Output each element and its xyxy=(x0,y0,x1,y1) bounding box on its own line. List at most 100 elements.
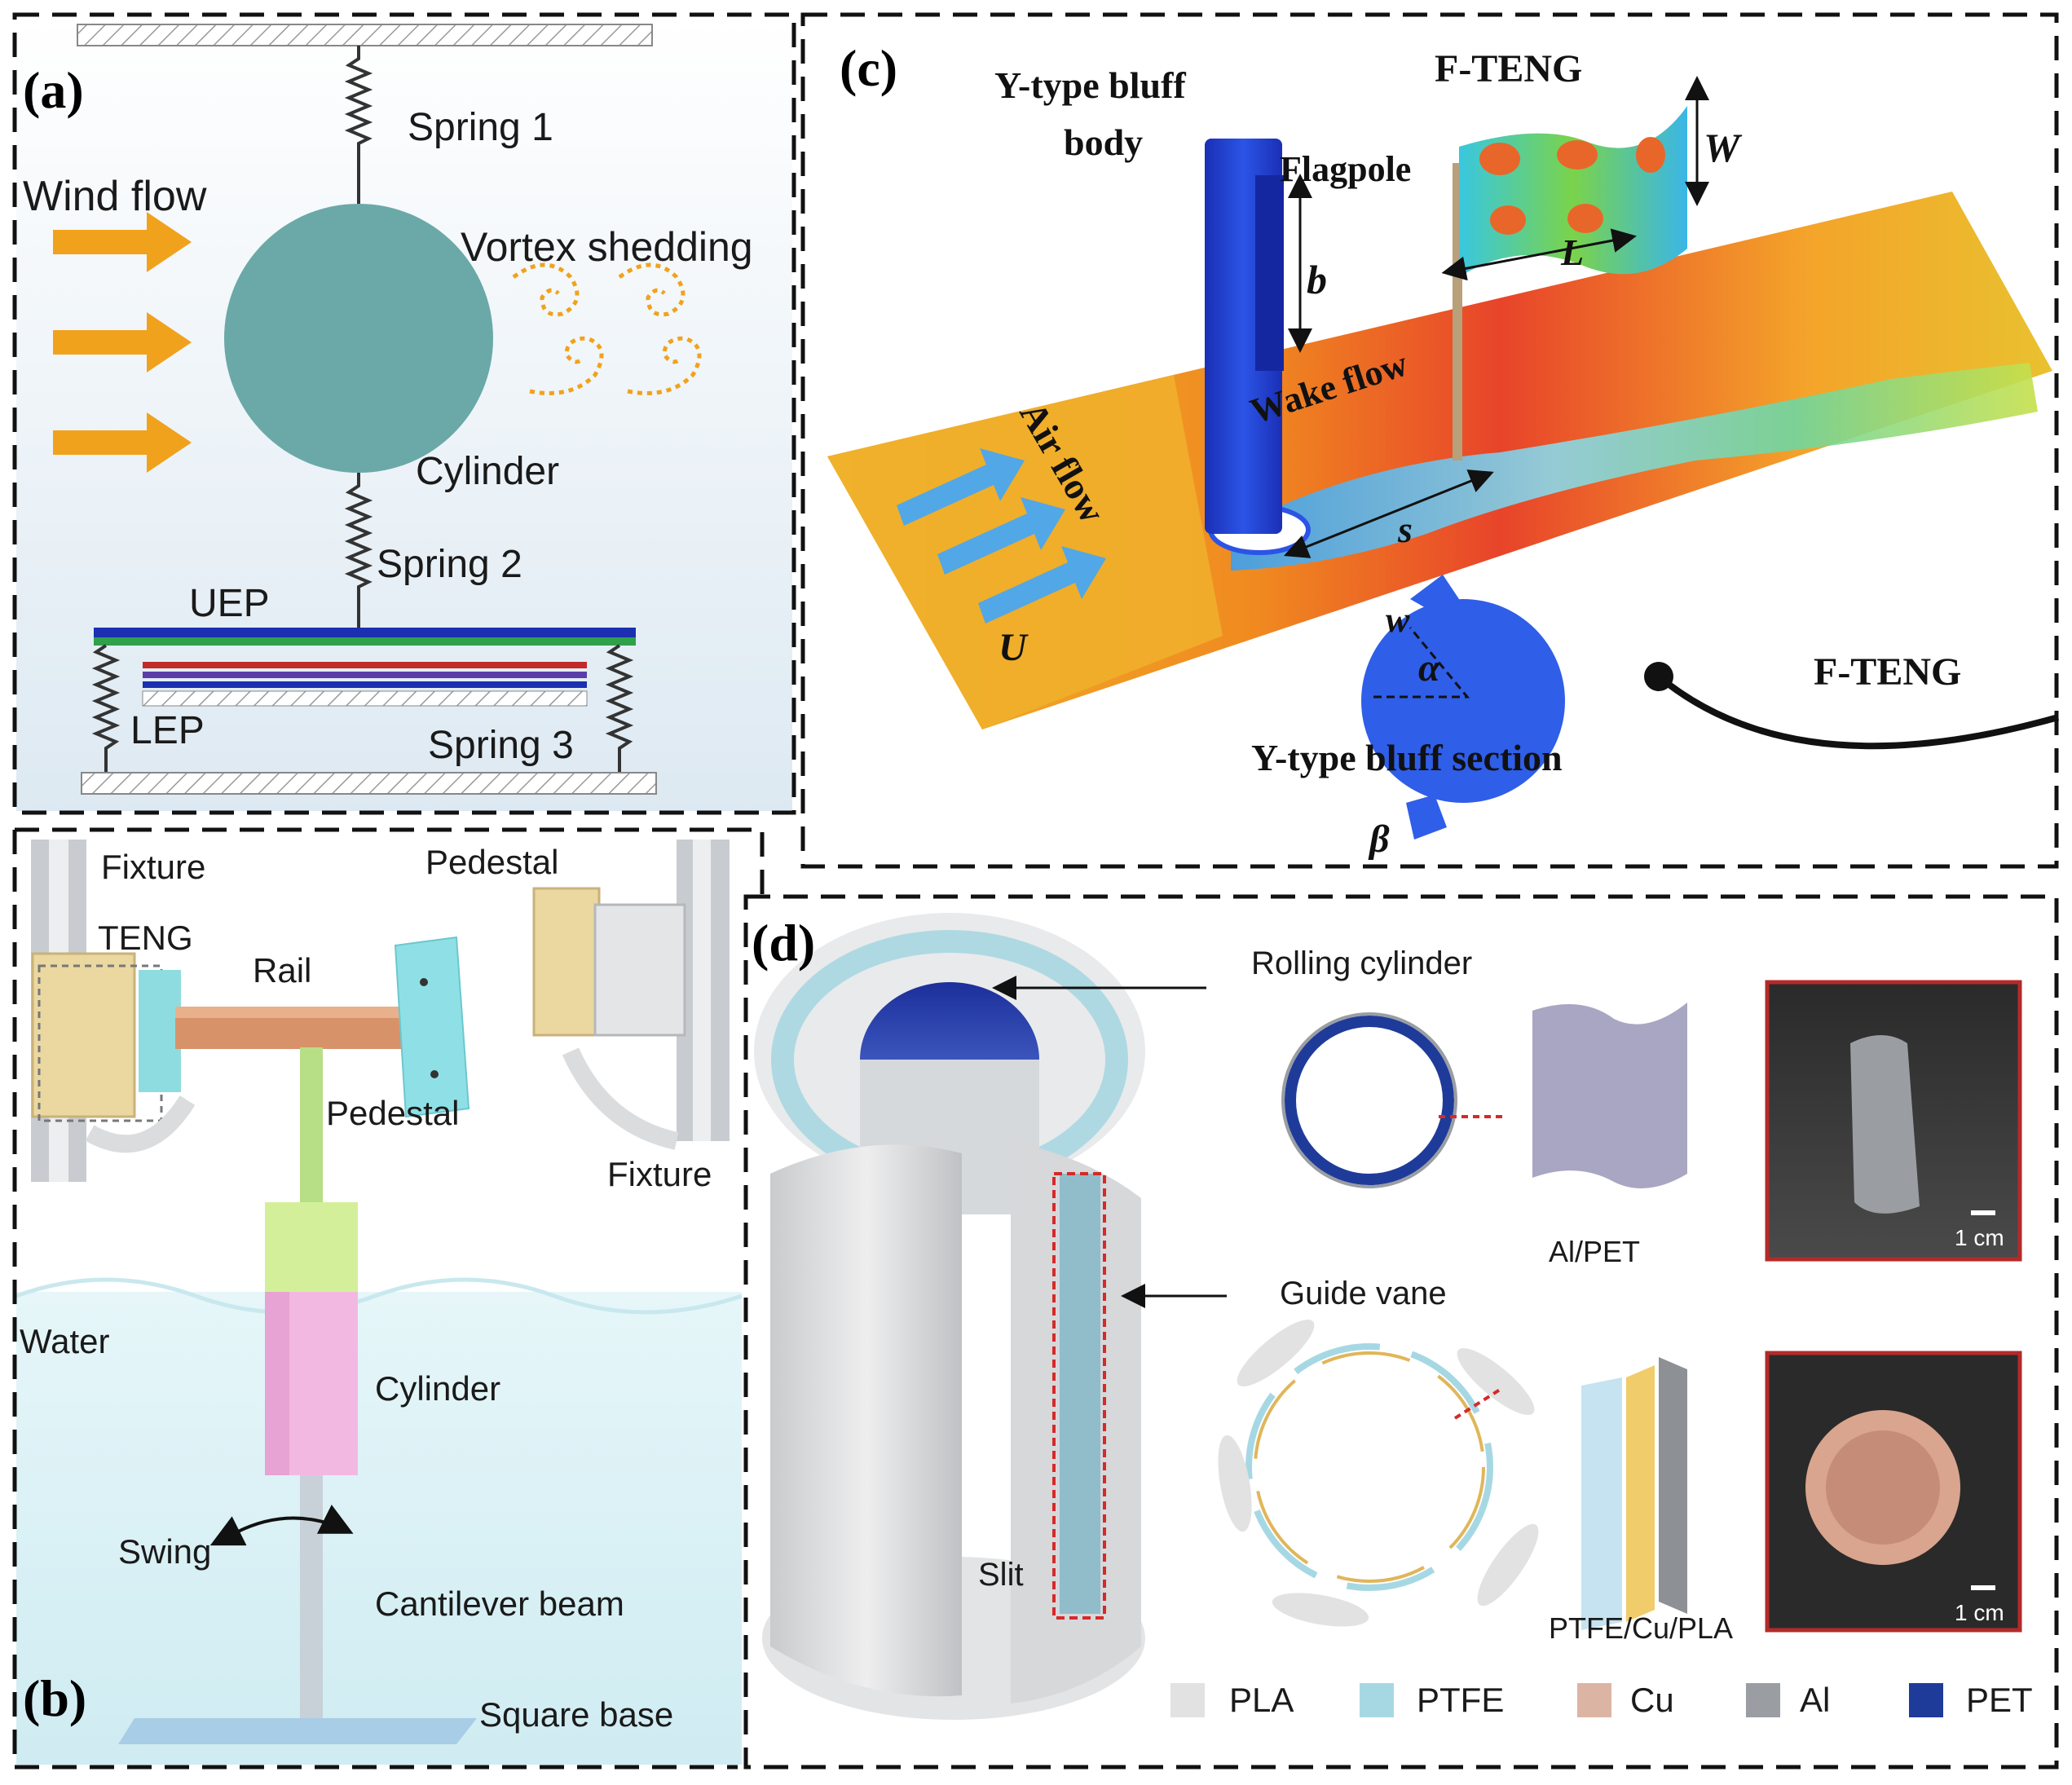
legend-swatch-pla xyxy=(1170,1683,1205,1717)
rolling-cylinder-section-outer xyxy=(1281,1012,1457,1188)
swing-arrow xyxy=(209,1505,354,1546)
water-surface xyxy=(15,1277,743,1315)
spring-3-right xyxy=(605,644,634,773)
right-fixture-arc xyxy=(562,1047,679,1150)
slit-channel xyxy=(1060,1174,1100,1614)
bluff-section-disc xyxy=(1361,599,1565,803)
vane-blade-3 xyxy=(1477,1523,1539,1606)
spring-1 xyxy=(344,46,373,204)
vane-blade-5 xyxy=(1218,1435,1252,1532)
flow-field-upstream xyxy=(827,375,1223,729)
legend-label-pla: PLA xyxy=(1229,1681,1294,1719)
legend-swatch-pet xyxy=(1909,1683,1943,1717)
vortex-3 xyxy=(529,336,604,395)
green-rod xyxy=(300,1047,323,1202)
label-rolling-cylinder: Rolling cylinder xyxy=(1251,945,1472,981)
panel-c-letter: (c) xyxy=(840,39,897,97)
device-3d xyxy=(754,913,1145,1720)
spring-2 xyxy=(344,473,373,632)
flag-hotspot-3 xyxy=(1636,137,1665,173)
left-fixture-block xyxy=(31,952,136,1118)
bluff-body-fin xyxy=(1255,175,1284,371)
label-wind-flow: Wind flow xyxy=(23,173,207,220)
dim-s xyxy=(1283,469,1494,558)
panel-a-letter: (a) xyxy=(23,61,84,119)
panel-a: (a) Spring 1 Wind flow Vortex shedding C… xyxy=(12,12,796,815)
wind-arrow-3 xyxy=(53,412,192,473)
guide-cut-line xyxy=(1453,1388,1501,1420)
vane-blade-1 xyxy=(1237,1320,1315,1386)
lep-layer-blue xyxy=(143,681,587,688)
device-shell-left xyxy=(770,1144,962,1697)
photo-1-cylinder xyxy=(1850,1035,1920,1214)
wind-arrow-2 xyxy=(53,312,192,372)
lep-layer-hatch xyxy=(142,690,588,707)
guide-vane-circle-cu xyxy=(1254,1351,1485,1583)
legend-swatch-al xyxy=(1746,1683,1780,1717)
lep-layer-purple xyxy=(143,672,587,678)
panel-b-water xyxy=(16,1292,742,1765)
air-arrow-3 xyxy=(978,546,1106,624)
label-guide-vane: Guide vane xyxy=(1280,1276,1447,1311)
label-uep: UEP xyxy=(189,582,270,625)
left-fixture-arc xyxy=(85,1095,196,1153)
panel-d: PLA PTFE Cu Al PET (d) Rolling cylinder … xyxy=(743,894,2059,1770)
label-fteng-top: F-TENG xyxy=(1435,47,1582,90)
label-swing: Swing xyxy=(118,1532,211,1571)
cantilever-beam xyxy=(300,1475,323,1720)
label-spring-1: Spring 1 xyxy=(408,106,553,149)
rolling-cylinder-section xyxy=(1285,1016,1454,1185)
photo-2-inner xyxy=(1826,1430,1940,1545)
top-support xyxy=(77,24,653,46)
label-flagpole: Flagpole xyxy=(1280,149,1411,189)
vane-blade-4 xyxy=(1272,1593,1369,1627)
panel-c: (c) Y-type bluff body F-TENG Flagpole W … xyxy=(800,12,2060,869)
label-fixture-right: Fixture xyxy=(607,1155,712,1193)
label-scale-2: 1 cm xyxy=(1955,1600,2004,1625)
panel-d-letter: (d) xyxy=(752,914,815,972)
green-collar xyxy=(265,1202,358,1292)
label-b: b xyxy=(1307,257,1327,302)
alpha-angle xyxy=(1373,627,1470,699)
wind-arrow-1 xyxy=(53,212,192,272)
pedestal-plate xyxy=(394,936,470,1118)
label-cantilever-beam: Cantilever beam xyxy=(375,1584,624,1623)
panel-d-border xyxy=(743,894,2059,1770)
label-rail: Rail xyxy=(253,951,311,989)
ptfe-sheet xyxy=(1581,1377,1622,1630)
right-pedestal-block xyxy=(532,887,601,1037)
label-alpha: α xyxy=(1418,646,1441,690)
pedestal-hole-1 xyxy=(420,978,428,986)
legend-label-al: Al xyxy=(1800,1681,1830,1719)
label-s: s xyxy=(1397,509,1413,550)
cu-sheet xyxy=(1626,1365,1655,1622)
bottom-support xyxy=(81,772,657,795)
teng-plate xyxy=(139,970,181,1092)
bluff-section-fin-top xyxy=(1410,575,1459,615)
label-fteng-right: F-TENG xyxy=(1814,650,1961,694)
air-arrow-2 xyxy=(937,497,1065,575)
label-bluff-section: Y-type bluff section xyxy=(1251,737,1563,778)
label-u: U xyxy=(999,626,1029,669)
label-w: W xyxy=(1704,125,1743,170)
flag-hotspot-1 xyxy=(1479,143,1520,175)
air-arrow-1 xyxy=(897,448,1025,526)
label-cylinder-b: Cylinder xyxy=(375,1369,500,1408)
legend-swatch-cu xyxy=(1577,1683,1611,1717)
label-square-base: Square base xyxy=(479,1695,673,1734)
label-spring-2: Spring 2 xyxy=(377,543,522,586)
cylinder-circle xyxy=(224,204,493,473)
label-slit: Slit xyxy=(978,1557,1024,1593)
label-al-pet: Al/PET xyxy=(1549,1235,1640,1268)
flag-hotspot-2 xyxy=(1557,140,1598,170)
flag-hotspots xyxy=(1479,137,1665,235)
panel-b-letter: (b) xyxy=(23,1669,86,1727)
scale-bar-1 xyxy=(1971,1210,1995,1215)
vortex-1 xyxy=(512,262,580,317)
label-pedestal-top: Pedestal xyxy=(425,843,558,881)
vane-blade-2 xyxy=(1457,1348,1535,1415)
bluff-section-fin-bottom xyxy=(1406,795,1447,840)
flag-hotspot-5 xyxy=(1567,204,1603,233)
pla-sheet xyxy=(1659,1357,1687,1614)
